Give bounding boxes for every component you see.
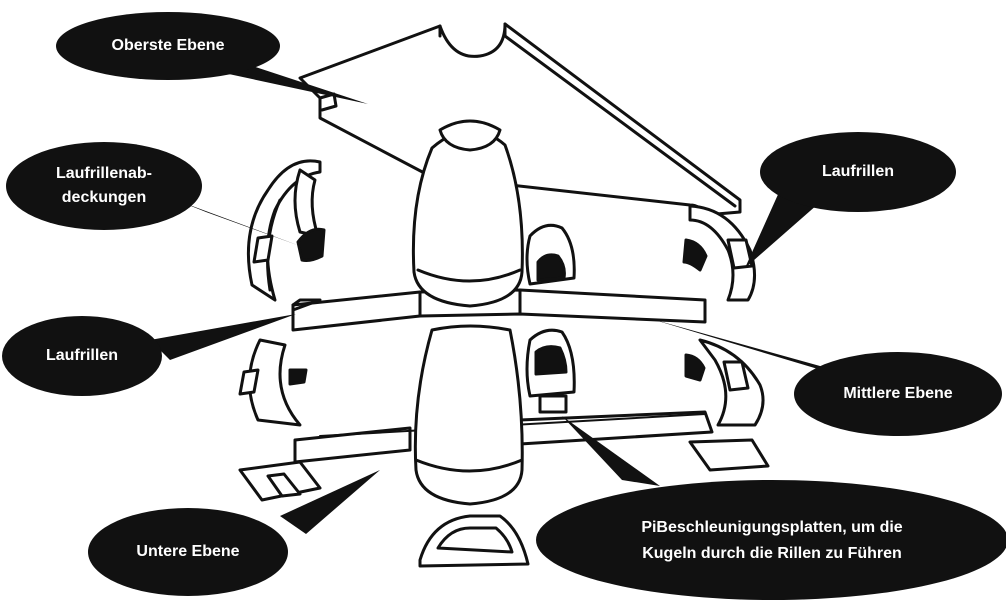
groove-cover-upper-right <box>682 238 708 272</box>
callout-top-level: Oberste Ebene <box>56 12 368 104</box>
top-level-plate <box>298 22 742 217</box>
callout-grooves-left-label: Laufrillen <box>46 347 118 364</box>
callout-grooves-right: Laufrillen <box>745 132 956 268</box>
callout-grooves-left: Laufrillen <box>2 314 296 396</box>
groove-cover-middle-left <box>288 368 308 386</box>
callout-acceleration-plates-line2: Kugeln durch die Rillen zu Führen <box>642 545 902 562</box>
central-spindle-upper <box>411 119 524 308</box>
callout-grooves-right-label: Laufrillen <box>822 163 894 180</box>
middle-back-shell <box>238 338 765 427</box>
callout-top-level-label: Oberste Ebene <box>112 37 225 54</box>
central-spindle-lower <box>413 324 524 506</box>
callout-acceleration-plates-line1: PiBeschleunigungsplatten, um die <box>641 519 902 536</box>
bottom-level-plate <box>293 410 714 464</box>
callout-middle-level-label: Mittlere Ebene <box>843 385 952 402</box>
callout-middle-level: Mittlere Ebene <box>648 318 1002 436</box>
callout-groove-covers: Laufrillenab- deckungen <box>6 142 300 246</box>
acceleration-plate-lower <box>525 328 576 414</box>
acceleration-plate-upper <box>525 223 576 286</box>
callout-groove-covers-line1: Laufrillenab- <box>56 165 152 182</box>
left-upper-groove-loop <box>246 159 322 302</box>
groove-cover-upper-left <box>296 227 326 262</box>
bottom-feet <box>238 438 770 568</box>
callout-acceleration-plates: PiBeschleunigungsplatten, um die Kugeln … <box>536 416 1006 600</box>
groove-cover-middle-right <box>684 353 706 382</box>
callout-groove-covers-line2: deckungen <box>62 189 146 206</box>
callout-bottom-level: Untere Ebene <box>88 470 380 596</box>
callout-bottom-level-label: Untere Ebene <box>136 543 239 560</box>
right-upper-groove-loop <box>688 204 756 302</box>
